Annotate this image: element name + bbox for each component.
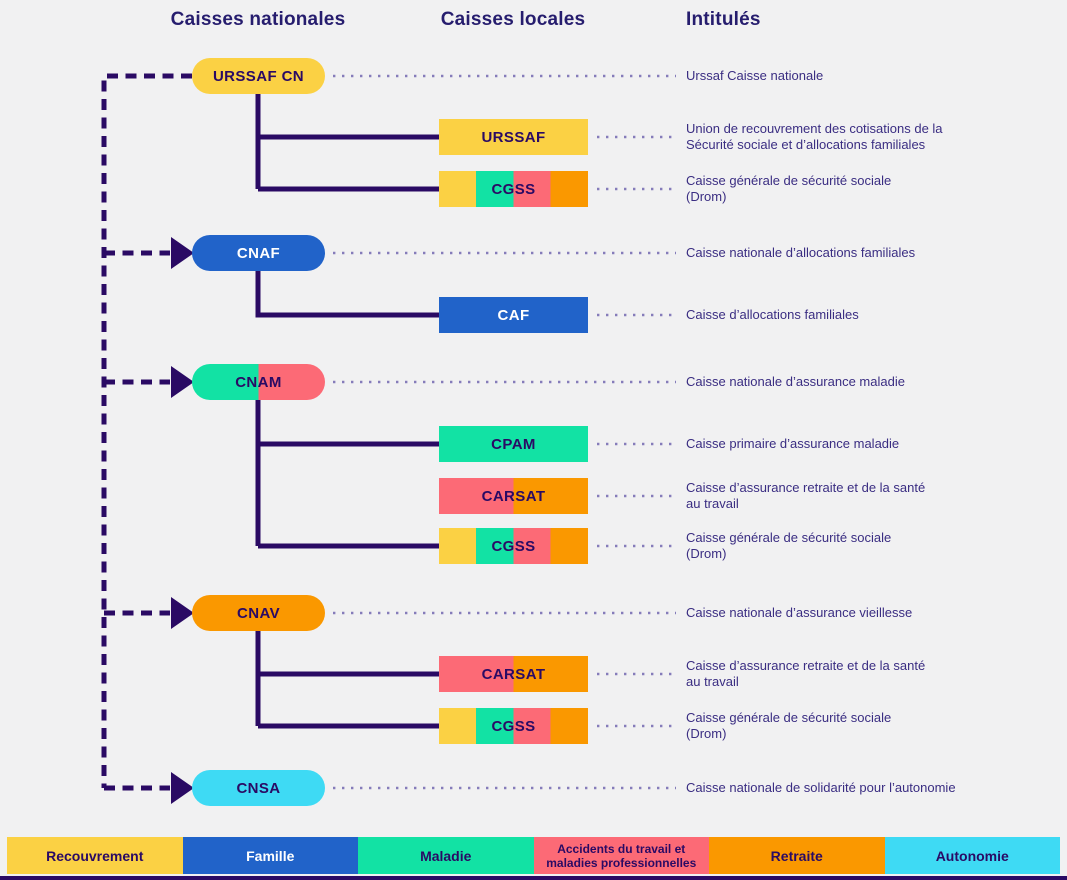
node-cgss-recouvrement: CGSS — [439, 171, 588, 207]
title-cnsa: Caisse nationale de solidarité pour l’au… — [686, 780, 956, 795]
legend-item-autonomie: Autonomie — [884, 837, 1060, 874]
column-header-caisses-locales: Caisses locales — [440, 9, 586, 30]
legend-item-recouvrement: Recouvrement — [7, 837, 183, 874]
node-cnaf: CNAF — [192, 235, 325, 271]
title-urssaf-cn: Urssaf Caisse nationale — [686, 68, 824, 83]
title-carsat-retraite: Caisse d’assurance retraite et de la san… — [686, 658, 926, 689]
node-urssaf-cn: URSSAF CN — [192, 58, 325, 94]
legend-item-accidents: Accidents du travail et maladies profess… — [533, 837, 709, 874]
title-cnav: Caisse nationale d’assurance vieillesse — [686, 605, 913, 620]
node-urssaf: URSSAF — [439, 119, 588, 155]
title-cgss-maladie: Caisse générale de sécurité sociale (Dro… — [686, 530, 892, 561]
node-carsat-retraite: CARSAT — [439, 656, 588, 692]
legend-item-famille: Famille — [182, 837, 358, 874]
dashed-trunk — [101, 73, 192, 791]
node-cgss-maladie: CGSS — [439, 528, 588, 564]
title-cgss-retraite: Caisse générale de sécurité sociale (Dro… — [686, 710, 892, 741]
node-cnam: CNAM — [192, 364, 325, 400]
node-cgss-retraite: CGSS — [439, 708, 588, 744]
legend-item-retraite: Retraite — [709, 837, 885, 874]
title-cnam: Caisse nationale d’assurance maladie — [686, 374, 905, 389]
leader-dots — [333, 74, 676, 790]
title-carsat-maladie: Caisse d’assurance retraite et de la san… — [686, 480, 926, 511]
node-cpam: CPAM — [439, 426, 588, 462]
node-cnsa: CNSA — [192, 770, 325, 806]
title-urssaf: Union de recouvrement des cotisations de… — [686, 121, 943, 152]
node-caf: CAF — [439, 297, 588, 333]
title-caf: Caisse d’allocations familiales — [686, 307, 859, 322]
bottom-divider — [0, 876, 1067, 880]
title-cpam: Caisse primaire d’assurance maladie — [686, 436, 900, 451]
tree-connectors — [255, 92, 439, 729]
arrow-icon — [171, 237, 194, 804]
column-header-intitules: Intitulés — [686, 9, 761, 30]
column-header-caisses-nationales: Caisses nationales — [170, 9, 346, 30]
title-cnaf: Caisse nationale d’allocations familiale… — [686, 245, 916, 260]
node-cnav: CNAV — [192, 595, 325, 631]
legend-item-maladie: Maladie — [358, 837, 534, 874]
legend-bar: Recouvrement Famille Maladie Accidents d… — [7, 837, 1060, 874]
node-carsat-maladie: CARSAT — [439, 478, 588, 514]
title-cgss-recouvrement: Caisse générale de sécurité sociale (Dro… — [686, 173, 892, 204]
